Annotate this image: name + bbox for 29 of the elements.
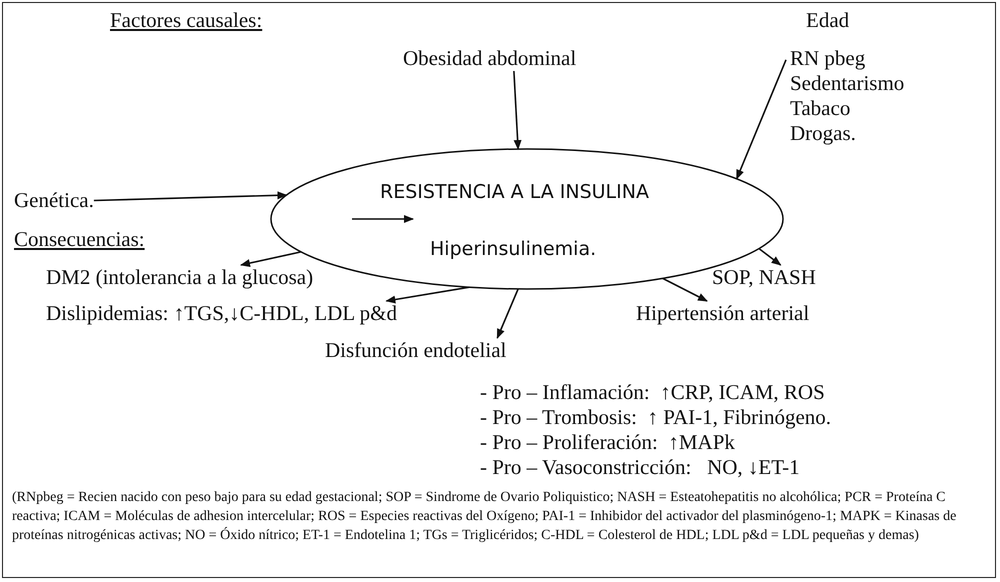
consequence-text: SOP, NASH: [712, 265, 816, 290]
cause-text: Genética.: [14, 188, 94, 213]
arrow: [94, 191, 288, 202]
effect-text: - Pro – Trombosis: ↑ PAI-1, Fibrinógeno.: [480, 405, 832, 430]
factor-item: Tabaco: [790, 96, 850, 121]
factor-item: Drogas.: [790, 121, 856, 146]
condition-text: Hiperinsulinemia.: [430, 237, 596, 261]
effect-text: - Pro – Inflamación: ↑CRP, ICAM, ROS: [480, 380, 825, 405]
arrow: [385, 286, 470, 304]
section-heading: Factores causales:: [110, 8, 262, 33]
arrow: [496, 288, 519, 339]
arrow: [240, 251, 302, 267]
effect-text: - Pro – Vasoconstricción: NO, ↓ET-1: [480, 455, 800, 480]
consequence-text: DM2 (intolerancia a la glucosa): [46, 265, 314, 290]
section-heading: Consecuencias:: [14, 227, 145, 252]
condition-title: RESISTENCIA A LA INSULINA: [380, 180, 649, 204]
footnote: (RNpbeg = Recien nacido con peso bajo para su edad gestacional; SOP = Sindrome de Ovario Poliquistico; NASH = Esteatohepatitis no alcohólica; PCR = Proteína C reactiva; ICAM = Moléculas de adhesion intercelular; ROS = Especies reactivas del Oxígeno; PAI-1 = Inhibidor del activador del plasminógeno-1; MAPK = Kinasas de proteínas nitrogénicas activas; NO = Óxido nítrico; ET-1 = Endotelina 1; TGs = Triglicéridos; C-HDL = Colesterol de HDL; LDL p&d = LDL pequeñas y demas): [12, 489, 958, 545]
arrow: [662, 278, 708, 302]
factor-heading: Edad: [806, 8, 850, 33]
consequence-text: Hipertensión arterial: [636, 301, 810, 326]
cause-text: Obesidad abdominal: [403, 46, 576, 71]
arrow: [758, 248, 782, 266]
effect-text: - Pro – Proliferación: ↑MAPk: [480, 430, 735, 455]
consequence-text: Dislipidemias: ↑TGS,↓C-HDL, LDL p&d: [46, 301, 397, 326]
factor-item: RN pbeg: [790, 46, 866, 71]
arrow: [736, 60, 787, 180]
arrow: [513, 70, 522, 150]
factor-item: Sedentarismo: [790, 71, 904, 96]
consequence-text: Disfunción endotelial: [325, 338, 506, 363]
